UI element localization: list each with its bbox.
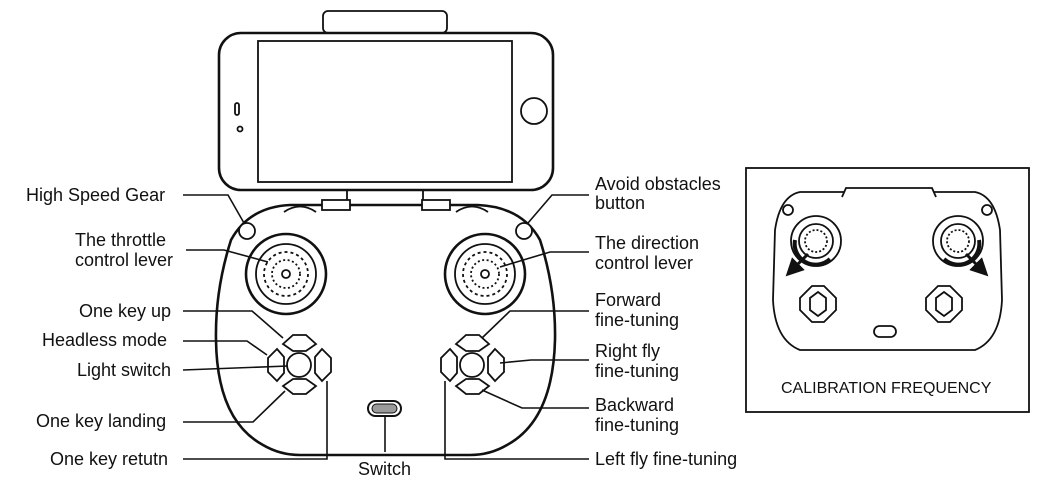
dpad-center <box>459 352 485 378</box>
label-throttle-line2: control lever <box>75 250 173 270</box>
headless-mode-button[interactable] <box>267 347 285 383</box>
inset-right-joystick <box>932 215 989 277</box>
label-backward-line2: fine-tuning <box>595 415 679 435</box>
label-backward-line1: Backward <box>595 395 674 415</box>
label-direction-line2: control lever <box>595 253 693 273</box>
inset-right-dpad <box>925 285 963 323</box>
left-dpad <box>267 334 332 395</box>
label-right-fly-line2: fine-tuning <box>595 361 679 381</box>
label-left-fly: Left fly fine-tuning <box>595 449 737 469</box>
label-one-key-up: One key up <box>79 301 171 321</box>
backward-trim-button[interactable] <box>454 378 491 395</box>
inset-left-joystick <box>785 215 842 277</box>
leader-lines-right <box>444 194 589 460</box>
throttle-joystick[interactable] <box>244 232 328 316</box>
label-one-key-landing: One key landing <box>36 411 166 431</box>
switch-toggle[interactable] <box>367 400 402 417</box>
label-high-speed-gear: High Speed Gear <box>26 185 165 205</box>
one-key-return-button[interactable] <box>314 347 332 383</box>
label-forward-line1: Forward <box>595 290 661 310</box>
inset-left-dpad <box>799 285 837 323</box>
label-light-switch: Light switch <box>77 360 171 380</box>
label-avoid-obstacles-line1: Avoid obstacles <box>595 174 721 194</box>
left-fly-trim-button[interactable] <box>440 347 458 383</box>
forward-trim-button[interactable] <box>454 334 491 352</box>
one-key-landing-button[interactable] <box>281 378 318 395</box>
label-throttle-line1: The throttle <box>75 230 166 250</box>
calibration-inset: CALIBRATION FREQUENCY <box>745 167 1030 413</box>
label-direction-line1: The direction <box>595 233 699 253</box>
label-one-key-return: One key retutn <box>50 449 168 469</box>
label-headless-mode: Headless mode <box>42 330 167 350</box>
right-fly-trim-button[interactable] <box>487 347 505 383</box>
label-right-fly-line1: Right fly <box>595 341 660 361</box>
leader-lines-left <box>182 194 386 460</box>
calibration-caption: CALIBRATION FREQUENCY <box>781 380 992 397</box>
label-forward-line2: fine-tuning <box>595 310 679 330</box>
right-dpad <box>440 334 505 395</box>
label-switch: Switch <box>358 459 411 479</box>
avoid-obstacles-button[interactable] <box>515 222 533 240</box>
direction-joystick[interactable] <box>443 232 527 316</box>
smartphone <box>217 31 555 192</box>
one-key-up-button[interactable] <box>281 334 318 352</box>
light-switch-button[interactable] <box>286 352 312 378</box>
high-speed-gear-button[interactable] <box>238 222 256 240</box>
label-avoid-obstacles-line2: button <box>595 193 645 213</box>
